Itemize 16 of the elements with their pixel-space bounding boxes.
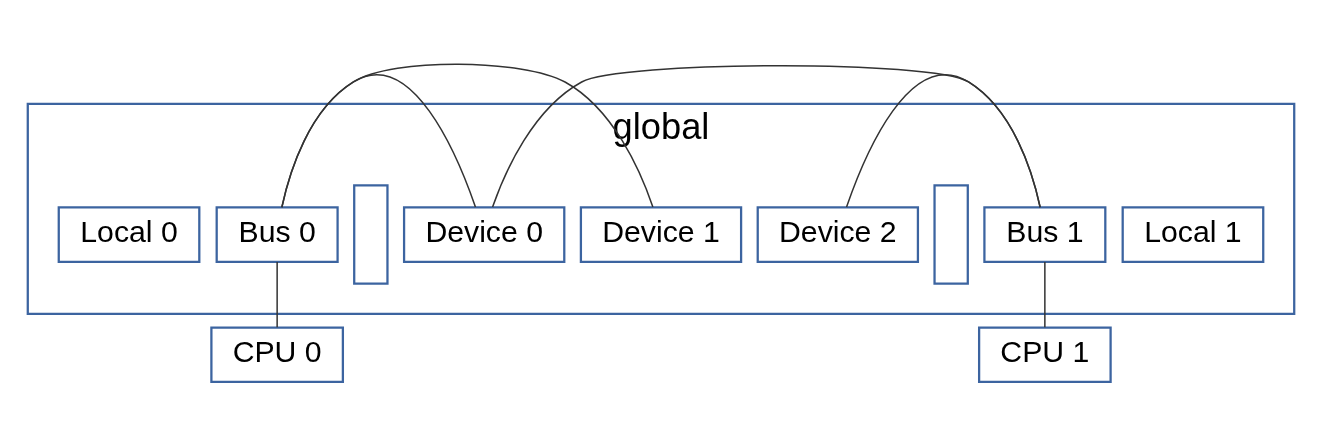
connector [281,62,654,208]
node-box [353,183,389,285]
node-box: CPU 1 [978,325,1112,383]
node-box: Device 2 [756,205,920,263]
connector [845,73,1041,208]
connector [276,260,278,328]
node-box [933,183,969,285]
node-box: Bus 1 [983,205,1107,263]
node-box: Local 1 [1121,205,1265,263]
connector [491,64,1041,208]
node-box: CPU 0 [210,325,344,383]
node-box: Bus 0 [215,205,339,263]
node-box: Local 0 [57,205,201,263]
node-box: Device 0 [402,205,566,263]
node-box: Device 1 [579,205,743,263]
connector [1044,260,1046,328]
